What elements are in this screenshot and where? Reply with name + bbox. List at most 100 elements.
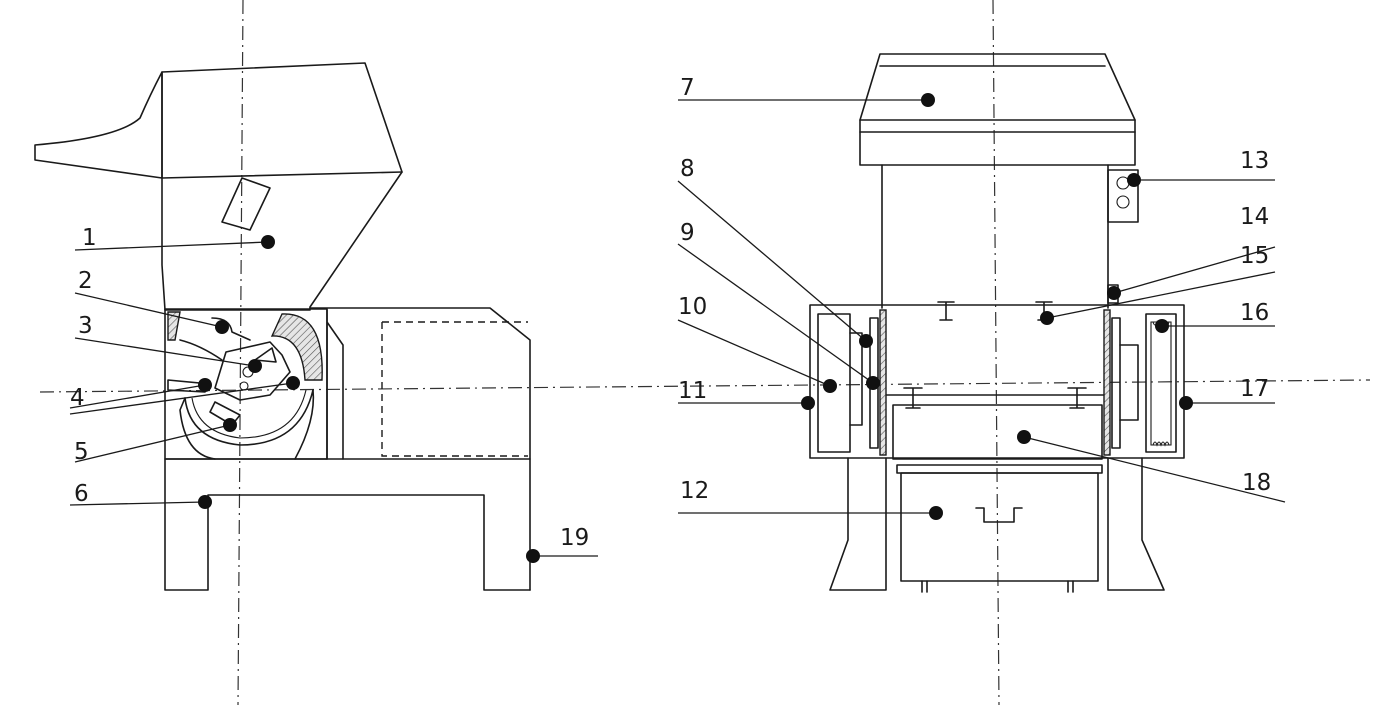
hopper-band (161, 171, 403, 179)
control-box (1107, 169, 1139, 223)
inspection-window (221, 177, 271, 231)
label-15: 15 (1240, 243, 1269, 269)
label-6: 6 (74, 481, 89, 507)
label-16: 16 (1240, 300, 1269, 326)
bin-handle (975, 507, 1023, 523)
hopper (161, 62, 403, 311)
screen-arc-inner (191, 389, 307, 439)
dot-7 (921, 93, 935, 107)
label-4: 4 (70, 385, 85, 411)
leader-9 (677, 243, 874, 384)
dot-4a (198, 378, 212, 392)
leader-15 (1046, 271, 1276, 319)
dot-18 (1017, 430, 1031, 444)
dot-10 (823, 379, 837, 393)
leader-18 (1023, 436, 1286, 503)
flywheel (1150, 321, 1172, 446)
label-1: 1 (82, 225, 97, 251)
label-12: 12 (680, 478, 709, 504)
dot-4b (286, 376, 300, 390)
dot-1 (261, 235, 275, 249)
dot-9 (866, 376, 880, 390)
label-13: 13 (1240, 148, 1269, 174)
axis-horizontal (39, 379, 1371, 393)
leader-8 (677, 180, 867, 342)
machine-frame (164, 458, 531, 591)
dot-5 (223, 418, 237, 432)
dot-8 (859, 334, 873, 348)
front-view (809, 53, 1185, 593)
feed-hopper-top (859, 53, 1136, 166)
guide-plate (179, 339, 223, 361)
label-2: 2 (78, 268, 93, 294)
axis-vertical-right (992, 0, 1000, 706)
leader-4b (69, 382, 294, 415)
left-bearing (849, 332, 863, 426)
leader-6 (69, 501, 206, 506)
feed-chute (34, 71, 163, 179)
right-liner (1103, 309, 1111, 456)
rotor (214, 341, 291, 401)
right-pulley-guard (1145, 313, 1177, 453)
leader-2 (74, 292, 223, 328)
screen-box (892, 404, 1103, 460)
screen-holder (179, 397, 216, 460)
leader-14 (1113, 246, 1276, 294)
rotor-knife (254, 347, 277, 363)
dot-17 (1179, 396, 1193, 410)
side-view (34, 62, 531, 591)
dot-11 (801, 396, 815, 410)
dot-6 (198, 495, 212, 509)
label-8: 8 (680, 156, 695, 182)
dot-3 (248, 359, 262, 373)
motor-dashed (381, 321, 528, 457)
left-leg (829, 457, 887, 591)
liner-left (167, 311, 181, 341)
bin-rim (896, 464, 1103, 474)
center-axes (39, 0, 1371, 706)
label-9: 9 (680, 220, 695, 246)
dot-12 (929, 506, 943, 520)
cutting-housing (809, 304, 1185, 459)
right-bearing (1119, 344, 1139, 421)
screen-holder-right (294, 389, 315, 460)
label-7: 7 (680, 75, 695, 101)
bolt-top-left (937, 301, 955, 321)
dot-13 (1127, 173, 1141, 187)
dot-15 (1040, 311, 1054, 325)
control-button-bottom (1116, 195, 1130, 209)
left-liner (879, 309, 887, 456)
leader-10 (677, 319, 831, 387)
label-5: 5 (74, 439, 89, 465)
bolts (903, 301, 1087, 409)
label-11: 11 (678, 378, 707, 404)
left-flange (869, 317, 879, 449)
leader-5 (74, 424, 231, 463)
dot-2 (215, 320, 229, 334)
chamber-side-wall (326, 309, 344, 460)
flywheel-teeth (1152, 320, 1170, 447)
dot-14 (1107, 286, 1121, 300)
motor-housing-outline (309, 307, 531, 591)
label-18: 18 (1242, 470, 1271, 496)
collection-bin (900, 472, 1099, 582)
stator-knife-block (270, 313, 323, 381)
label-17: 17 (1240, 376, 1269, 402)
label-10: 10 (678, 294, 707, 320)
bin-wheels (921, 580, 1074, 593)
callout-numbers: 1 2 3 4 5 6 7 8 9 10 11 12 13 14 15 16 1… (70, 75, 1271, 551)
label-14: 14 (1240, 204, 1269, 230)
label-3: 3 (78, 313, 93, 339)
axis-vertical-left (237, 0, 244, 706)
leader-3 (74, 337, 256, 367)
dot-19 (526, 549, 540, 563)
leader-4a (69, 384, 206, 409)
right-flange (1111, 317, 1121, 449)
dot-16 (1155, 319, 1169, 333)
screen-arc (184, 389, 314, 446)
callouts (69, 93, 1286, 563)
leader-1 (74, 241, 269, 251)
label-19: 19 (560, 525, 589, 551)
